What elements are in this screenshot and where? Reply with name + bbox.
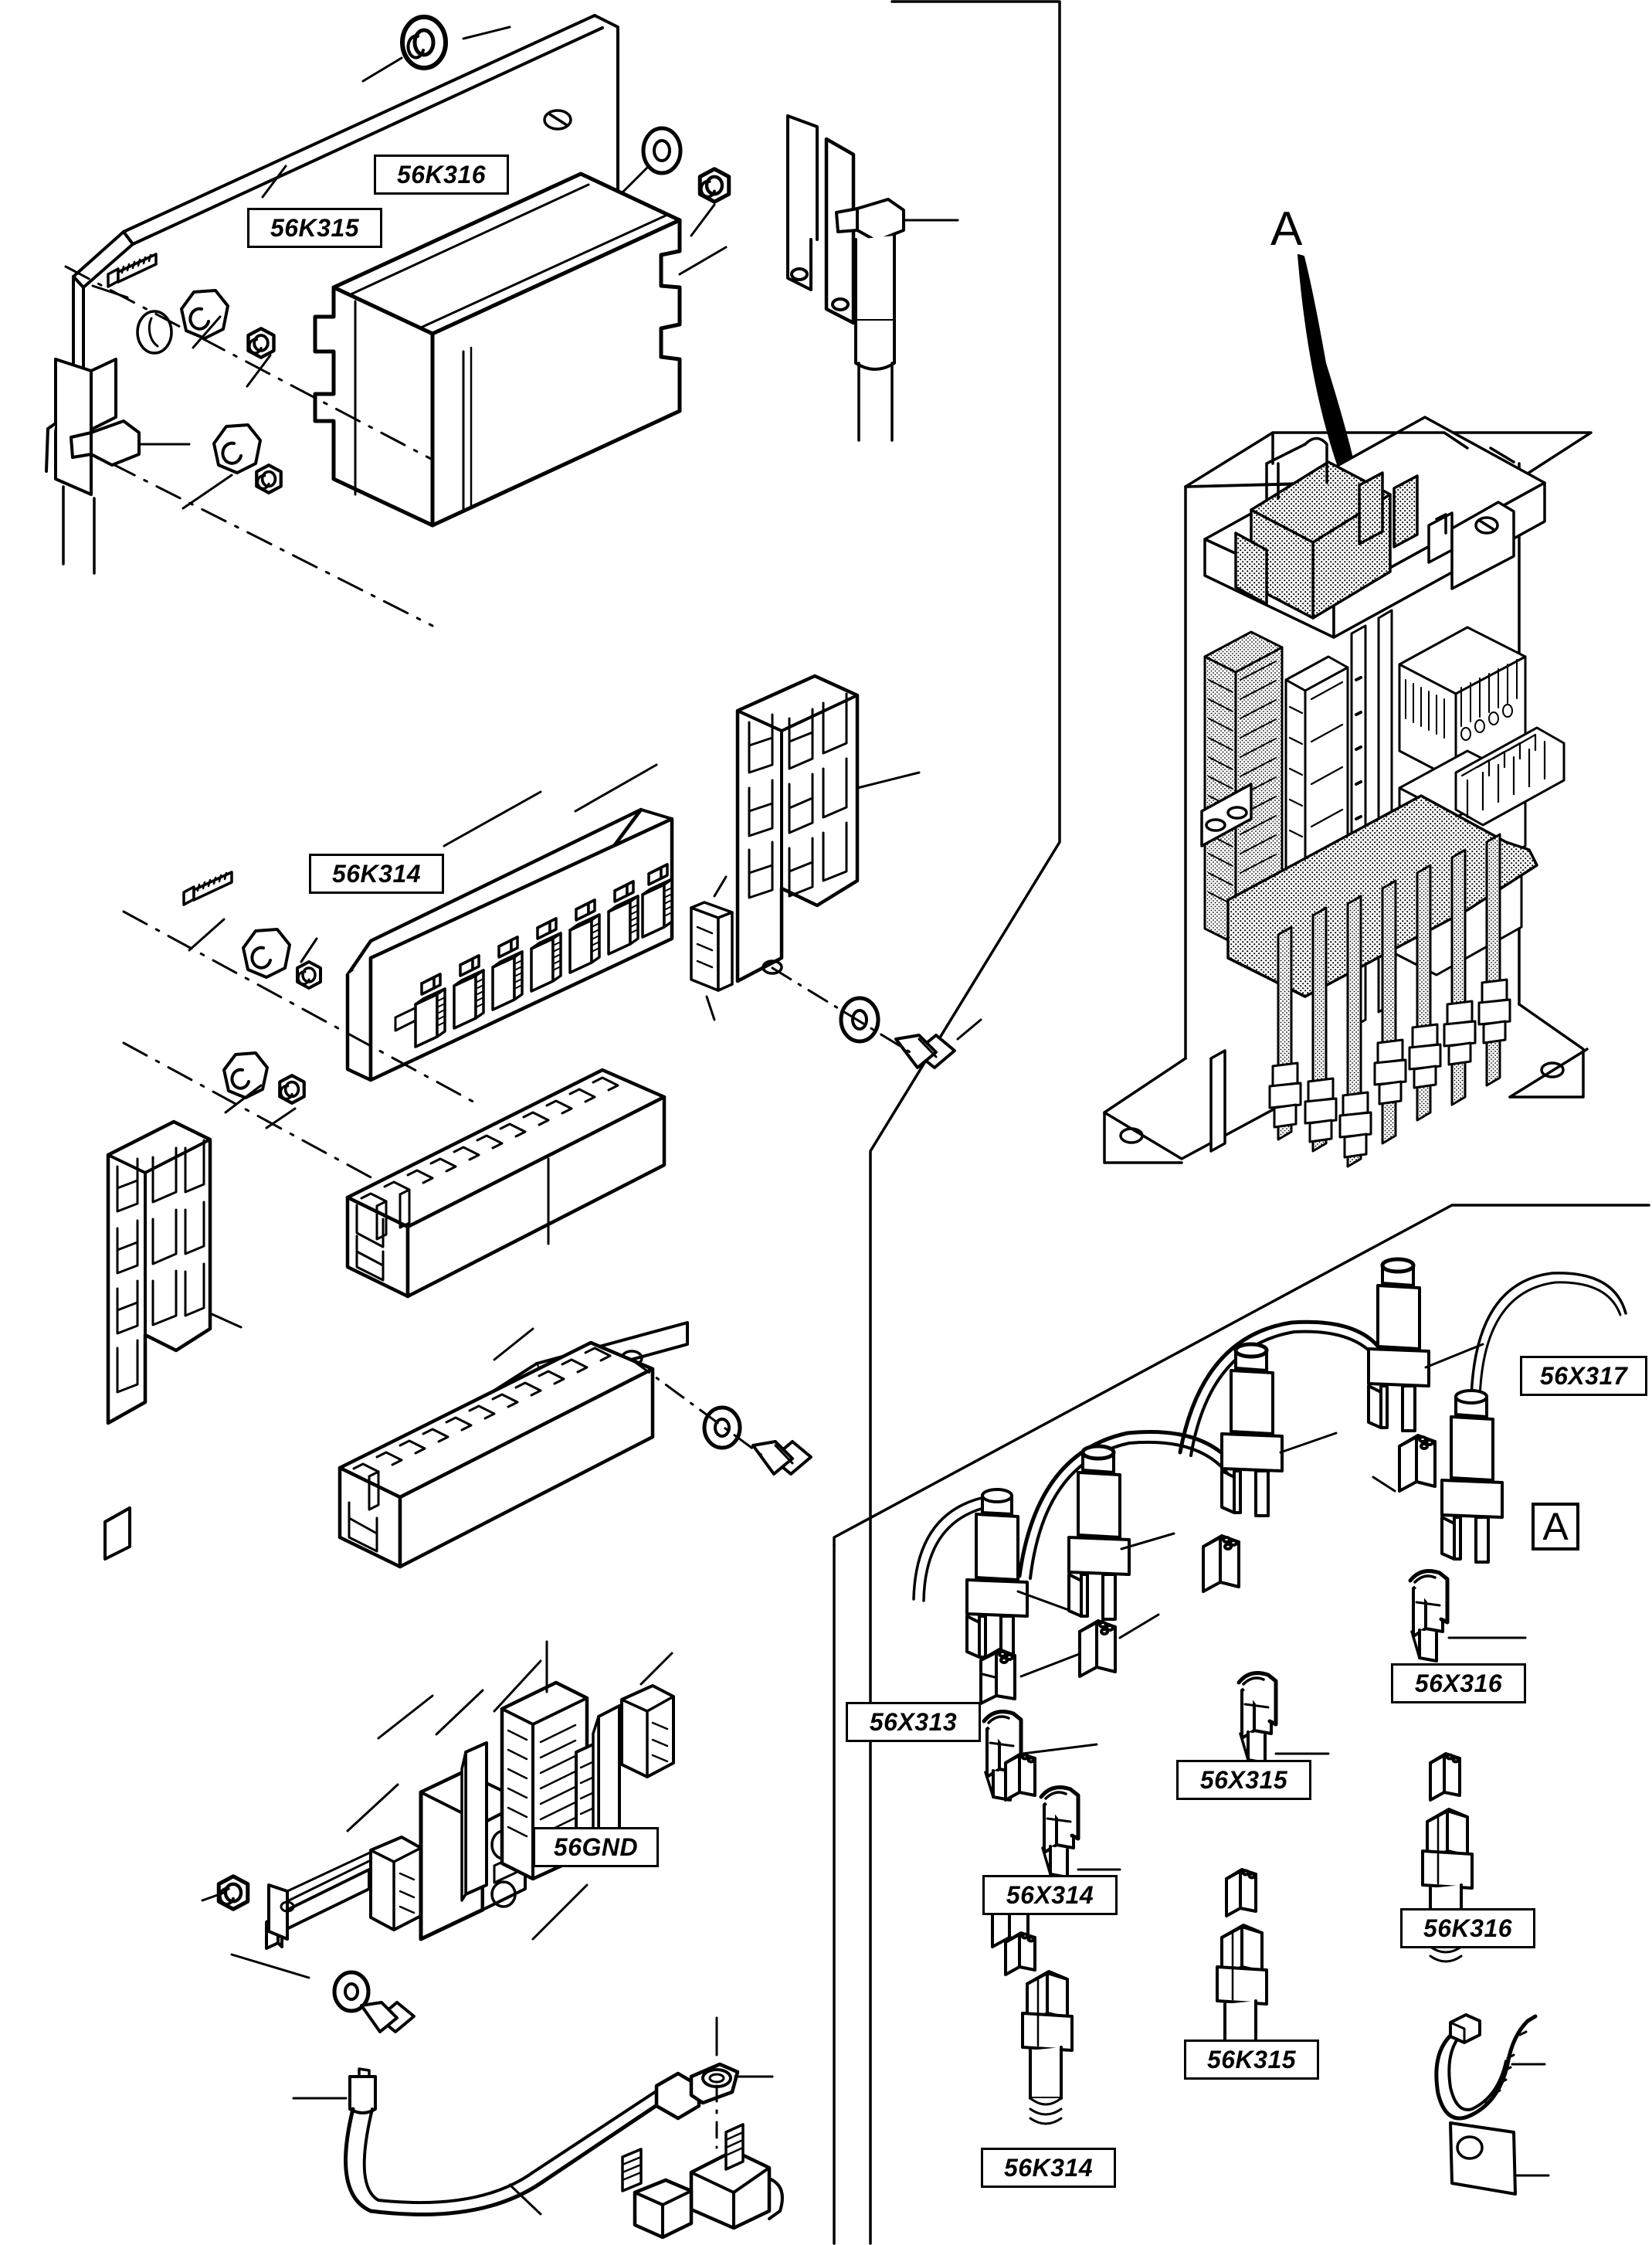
- callout-56X316: 56X316: [1391, 1663, 1526, 1703]
- screw-duct2: [751, 1440, 812, 1476]
- k316-leader: [678, 246, 728, 276]
- plate-hole-small: [543, 109, 572, 131]
- hexnut-k314-lower: [280, 1075, 304, 1103]
- screw-gnd: [360, 2001, 416, 2033]
- relay-module-56K316: [313, 172, 682, 528]
- washer-top: [400, 15, 448, 70]
- callout-56X314: 56X314: [982, 1875, 1118, 1915]
- callout-56K315-bottom: 56K315: [1184, 2040, 1319, 2080]
- cable-duct-vertical-mid: [735, 674, 860, 983]
- cable-duct-horizontal-1: [345, 1068, 667, 1299]
- callout-56GND: 56GND: [533, 1827, 659, 1867]
- hexnut-k314: [296, 960, 322, 990]
- mounting-plate: [72, 14, 619, 371]
- small-connector-mid: [690, 901, 734, 992]
- plate-leader-line: [261, 165, 287, 199]
- washer-duct2: [702, 1405, 742, 1450]
- connector-col-56X314: [1004, 1429, 1238, 2125]
- washer-k314-lower: [222, 1051, 269, 1099]
- callout-56X315: 56X315: [1176, 1760, 1311, 1800]
- hexnut-k315: [249, 328, 274, 357]
- callout-56K316-top: 56K316: [374, 155, 509, 195]
- identification-plate: [1449, 2121, 1517, 2196]
- connector-56X317: [1440, 1272, 1627, 1564]
- washer-k315-lower: [212, 423, 262, 474]
- cable-gland-upper: [835, 198, 905, 442]
- connector-col-56X316: [1367, 1257, 1527, 1963]
- callout-56X313: 56X313: [846, 1702, 981, 1742]
- connector-col-56X315: [1178, 1319, 1385, 2079]
- flange-washer-k314: [242, 928, 291, 979]
- callout-56X317: 56X317: [1520, 1356, 1647, 1396]
- washer-duct: [839, 996, 880, 1044]
- area-separator-lines: [833, 0, 1650, 2245]
- callout-56K315-top: 56K315: [247, 208, 382, 248]
- cable-tie: [1434, 2013, 1538, 2121]
- detail-a-region-marker: A: [1532, 1503, 1579, 1550]
- ground-terminal-assembly: [265, 1680, 675, 1950]
- callout-56K314-bottom: 56K314: [981, 2148, 1116, 2188]
- washer-upper: [641, 126, 683, 175]
- control-cabinet-assembly: [1103, 254, 1593, 1168]
- hexnut-upper: [700, 169, 729, 202]
- assembly-axis: [64, 265, 434, 461]
- ground-cable-assembly: [344, 2062, 740, 2216]
- cable-duct-horizontal-2: [338, 1340, 655, 1569]
- cable-gland-left: [45, 358, 141, 575]
- washer-gnd: [332, 1970, 371, 2013]
- hexnut-k315-lower: [256, 465, 281, 493]
- bolt-k314: [182, 871, 233, 906]
- ground-stud-block: [621, 2123, 784, 2240]
- connector-col-56X313: [912, 1488, 1098, 1948]
- small-plate: [103, 1506, 131, 1561]
- callout-56K316-bottom: 56K316: [1400, 1908, 1535, 1948]
- screw-duct: [771, 966, 956, 1069]
- callout-56K314-mid: 56K314: [309, 854, 444, 894]
- terminal-pins-56K314: [414, 863, 673, 1048]
- detail-a-letter: A: [1270, 202, 1303, 256]
- cable-duct-vertical-left: [106, 1119, 212, 1425]
